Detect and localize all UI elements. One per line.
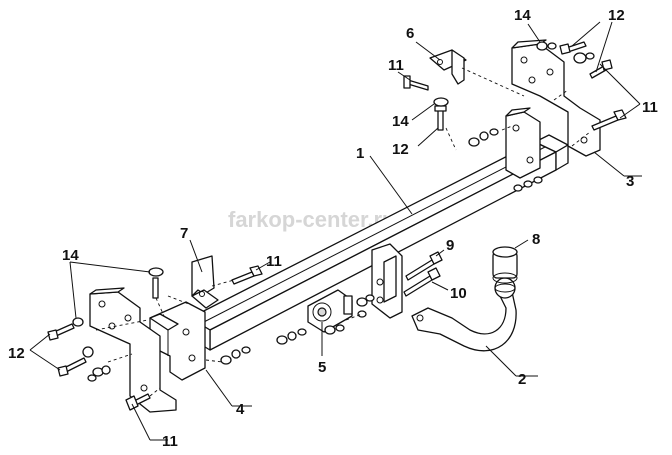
socket-plate [307,289,353,333]
callout-12-left: 12 [8,345,25,362]
callout-4: 4 [236,401,245,418]
callout-14-middle: 14 [392,113,409,130]
callout-10: 10 [450,285,467,302]
callout-labels: 1 2 3 4 5 6 7 8 9 10 11 11 11 11 12 12 1… [8,7,658,450]
callout-11-bolt-bracket7: 11 [266,253,282,270]
callout-14-right: 14 [514,7,531,24]
left-mounting-plate [89,287,177,413]
callout-1: 1 [356,145,364,162]
callout-2: 2 [518,371,526,388]
bracket-6 [429,49,467,85]
callout-7: 7 [180,225,188,242]
ball-mount-bracket [371,243,403,319]
bolts [47,41,627,411]
leader-lines [29,21,642,441]
callout-14-left: 14 [62,247,79,264]
callout-6: 6 [406,25,414,42]
callout-3: 3 [626,173,634,190]
bracket-7 [191,255,219,309]
callout-11-bolt-bottom: 11 [162,433,178,450]
callout-9: 9 [446,237,454,254]
right-side-bracket [505,107,541,179]
callout-8: 8 [532,231,540,248]
tow-ball-assembly [411,246,518,352]
callout-5: 5 [318,359,326,376]
assembly-guide-lines [95,67,591,397]
washers-and-nuts [72,41,595,382]
callout-12-middle: 12 [392,141,409,158]
callout-12-right: 12 [608,7,625,24]
callout-11-bolt-bracket6: 11 [388,57,404,74]
callout-11-bolt-right: 11 [642,99,658,116]
